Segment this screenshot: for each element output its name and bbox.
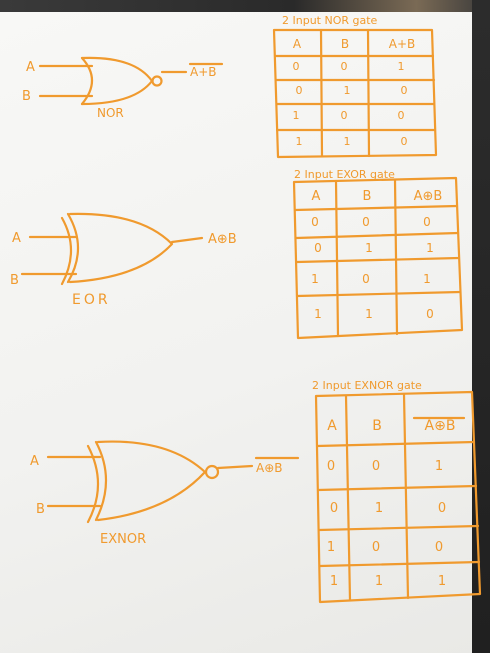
nor-table-cell: 0 xyxy=(296,84,303,97)
exor-table-cell: 1 xyxy=(426,241,434,255)
exor-input-a-label: A xyxy=(12,231,21,246)
nor-output-label: A+B xyxy=(188,62,224,79)
nor-table-header-0: A xyxy=(293,37,302,51)
nor-gate-symbol xyxy=(38,56,188,106)
table-surface-top xyxy=(0,0,490,12)
exnor-table-cell: 1 xyxy=(375,501,383,516)
exnor-table-cell: 0 xyxy=(327,459,335,474)
exor-table-cell: 0 xyxy=(362,272,370,286)
exor-table-cell: 0 xyxy=(314,241,322,255)
nor-table-cell: 1 xyxy=(398,60,405,73)
exnor-table-header-0: A xyxy=(327,418,337,434)
nor-table-title: 2 Input NOR gate xyxy=(282,14,378,27)
exnor-table-cell: 1 xyxy=(327,540,335,555)
nor-table-cell: 0 xyxy=(401,135,408,148)
nor-table-cell: 0 xyxy=(398,109,405,122)
exnor-truth-table-grid xyxy=(314,390,482,604)
exnor-table-header-2: A⊕B xyxy=(425,418,456,434)
exor-output-label: A⊕B xyxy=(208,232,237,247)
exnor-output-label: A⊕B xyxy=(254,456,300,475)
exnor-table-cell: 0 xyxy=(372,459,380,474)
nor-table-cell: 0 xyxy=(293,60,300,73)
nor-table-header-1: B xyxy=(341,37,349,51)
nor-table-cell: 0 xyxy=(341,109,348,122)
exnor-table-cell: 1 xyxy=(375,574,383,589)
exnor-table-cell: 1 xyxy=(330,574,338,589)
exnor-table-header-1: B xyxy=(372,418,382,434)
svg-text:A⊕B: A⊕B xyxy=(256,461,283,475)
svg-text:A+B: A+B xyxy=(190,65,217,79)
exor-truth-table-grid xyxy=(292,176,464,340)
exnor-gate-caption: EXNOR xyxy=(100,532,146,547)
nor-truth-table-grid xyxy=(272,28,438,159)
exor-table-cell: 1 xyxy=(365,241,373,255)
exnor-table-cell: 0 xyxy=(330,501,338,516)
exnor-table-cell: 1 xyxy=(438,574,446,589)
exor-gate-symbol xyxy=(20,212,204,286)
exor-gate-caption: EOR xyxy=(72,292,111,308)
exor-table-header-2: A⊕B xyxy=(414,189,443,204)
exnor-table-cell: 1 xyxy=(435,459,443,474)
nor-table-cell: 1 xyxy=(296,135,303,148)
nor-table-cell: 1 xyxy=(344,135,351,148)
nor-table-cell: 1 xyxy=(344,84,351,97)
nor-table-header-2: A+B xyxy=(389,37,416,51)
exor-table-cell: 0 xyxy=(423,215,431,229)
nor-input-b-label: B xyxy=(22,89,31,104)
nor-gate-caption: NOR xyxy=(97,106,124,120)
nor-table-cell: 1 xyxy=(293,109,300,122)
exor-table-cell: 1 xyxy=(365,307,373,321)
exor-table-cell: 1 xyxy=(311,272,319,286)
nor-table-cell: 0 xyxy=(341,60,348,73)
exor-table-header-1: B xyxy=(363,189,372,204)
nor-table-cell: 0 xyxy=(401,84,408,97)
exor-table-cell: 0 xyxy=(311,215,319,229)
exnor-table-title: 2 Input EXNOR gate xyxy=(312,379,422,392)
exor-table-cell: 1 xyxy=(314,307,322,321)
exor-table-cell: 0 xyxy=(426,307,434,321)
exor-table-header-0: A xyxy=(312,189,321,204)
exnor-table-cell: 0 xyxy=(435,540,443,555)
exor-table-cell: 1 xyxy=(423,272,431,286)
exnor-input-b-label: B xyxy=(36,502,45,517)
exor-table-cell: 0 xyxy=(362,215,370,229)
exor-input-b-label: B xyxy=(10,273,19,288)
exnor-input-a-label: A xyxy=(30,454,39,469)
exnor-table-cell: 0 xyxy=(372,540,380,555)
exor-table-title: 2 Input EXOR gate xyxy=(294,168,395,181)
exnor-table-cell: 0 xyxy=(438,501,446,516)
exnor-gate-symbol xyxy=(46,440,254,524)
nor-input-a-label: A xyxy=(26,60,35,75)
